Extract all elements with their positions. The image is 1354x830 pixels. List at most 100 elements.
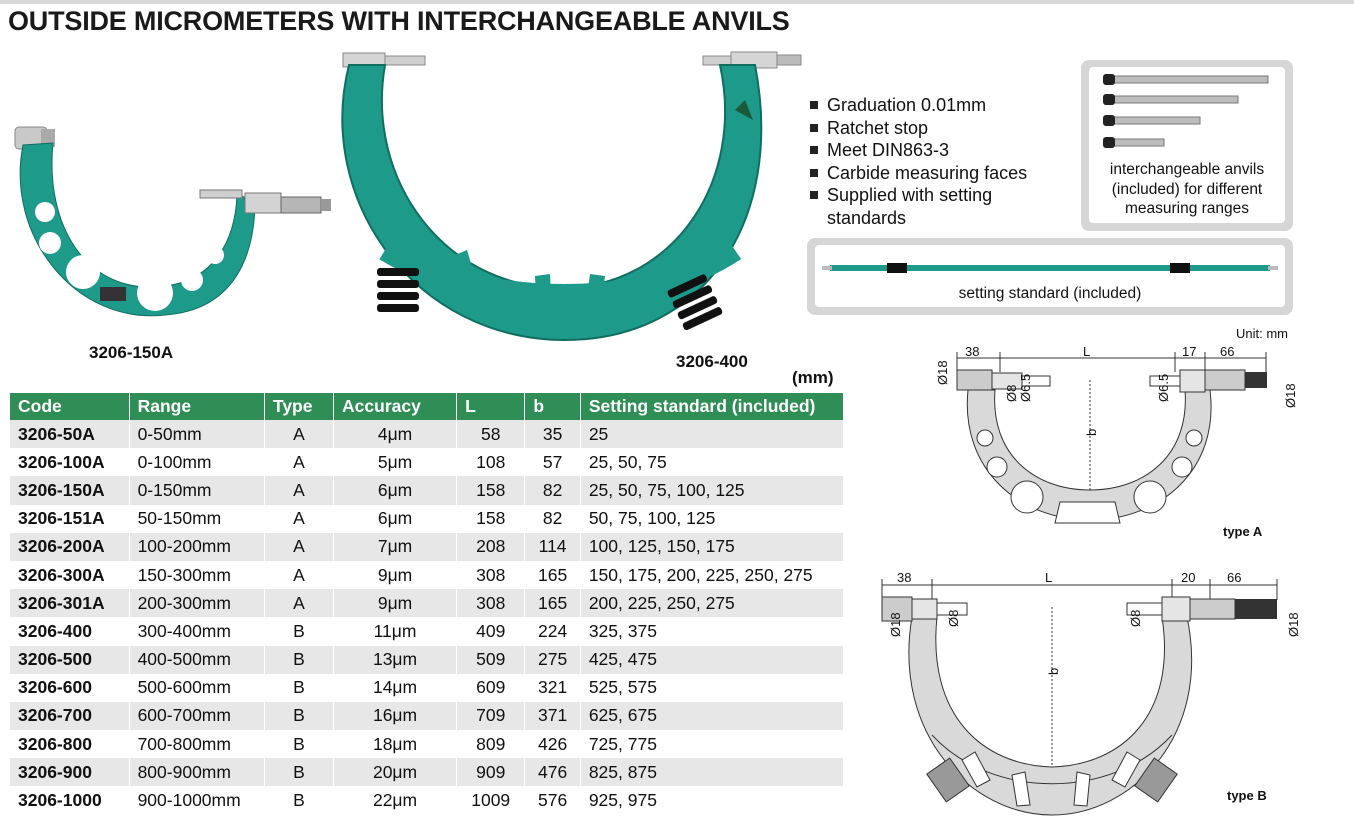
cell-l: 509 [456,645,526,674]
cell-range: 500-600mm [129,673,265,702]
cell-accuracy: 14μm [333,673,458,702]
cell-code: 3206-800 [10,730,130,759]
cell-accuracy: 20μm [333,758,458,787]
cell-code: 3206-300A [10,560,130,590]
cell-setting: 625, 675 [580,701,843,731]
cell-type: A [264,589,335,618]
cell-range: 0-100mm [129,448,265,477]
cell-code: 3206-50A [10,420,130,449]
col-setting-standard: Setting standard (included) [580,393,843,420]
cell-range: 800-900mm [129,758,265,787]
feature-item: Carbide measuring faces [808,162,1027,185]
cell-accuracy: 13μm [333,645,458,674]
dim-a-b: b [1084,429,1099,436]
cell-code: 3206-1000 [10,786,130,815]
label-3206-150a: 3206-150A [89,343,174,362]
cell-range: 400-500mm [129,645,265,674]
cell-setting: 150, 175, 200, 225, 250, 275 [580,560,843,590]
cell-type: B [264,617,335,646]
cell-l: 208 [456,532,526,561]
page-title: OUTSIDE MICROMETERS WITH INTERCHANGEABLE… [8,6,790,36]
cell-b: 57 [524,448,581,477]
cell-setting: 100, 125, 150, 175 [580,532,843,561]
cell-code: 3206-301A [10,589,130,618]
col-code: Code [10,393,130,420]
cell-range: 200-300mm [129,589,265,618]
cell-l: 308 [456,589,526,618]
feature-item: Graduation 0.01mm [808,94,1027,117]
cell-code: 3206-100A [10,448,130,477]
cell-setting: 825, 875 [580,758,843,787]
setting-standard-panel-inner [815,245,1285,307]
cell-l: 909 [456,758,526,787]
cell-range: 0-150mm [129,476,265,505]
type-a-caption: type A [1223,524,1263,539]
feature-item: Supplied with setting standards [808,184,1027,229]
cell-b: 371 [524,701,581,731]
cell-setting: 525, 575 [580,673,843,702]
dim-a-d65-left: Ø6.5 [1018,374,1033,402]
cell-b: 82 [524,476,581,505]
cell-type: A [264,476,335,505]
cell-l: 158 [456,476,526,505]
cell-type: B [264,786,335,815]
cell-code: 3206-500 [10,645,130,674]
cell-accuracy: 22μm [333,786,458,815]
dim-b-l: L [1045,570,1052,585]
feature-item: Ratchet stop [808,117,1027,140]
cell-code: 3206-600 [10,673,130,702]
col-accuracy: Accuracy [333,393,458,420]
setting-standard-image [822,263,1278,273]
cell-b: 35 [524,420,581,449]
cell-range: 50-150mm [129,504,265,533]
table-unit: (mm) [792,368,834,387]
cell-setting: 25, 50, 75 [580,448,843,477]
type-a-diagram: 38 L 17 66 Ø18 Ø8 Ø6.5 Ø6.5 Ø18 b [935,344,1298,524]
cell-setting: 25 [580,420,843,449]
cell-l: 609 [456,673,526,702]
cell-code: 3206-151A [10,504,130,533]
dim-a-d18-right: Ø18 [1283,383,1298,408]
cell-setting: 25, 50, 75, 100, 125 [580,476,843,505]
cell-type: B [264,645,335,674]
cell-type: B [264,730,335,759]
cell-l: 809 [456,730,526,759]
col-l: L [456,393,526,420]
diagram-unit: Unit: mm [1236,326,1288,341]
setting-standard-caption: setting standard (included) [958,285,1142,302]
cell-setting: 50, 75, 100, 125 [580,504,843,533]
cell-setting: 325, 375 [580,617,843,646]
type-b-diagram: 38 L 20 66 Ø18 Ø8 Ø8 Ø18 b [881,570,1300,816]
dim-b-d18-right: Ø18 [1286,612,1300,637]
cell-l: 308 [456,560,526,590]
cell-b: 165 [524,560,581,590]
cell-accuracy: 6μm [333,476,458,505]
table-header-row: Code Range Type Accuracy L b Setting sta… [10,393,843,420]
col-range: Range [129,393,265,420]
dim-a-66: 66 [1220,344,1234,359]
col-type: Type [264,393,335,420]
dim-a-d18-left: Ø18 [935,360,950,385]
cell-setting: 925, 975 [580,786,843,815]
cell-accuracy: 18μm [333,730,458,759]
cell-range: 0-50mm [129,420,265,449]
cell-range: 700-800mm [129,730,265,759]
cell-type: B [264,701,335,731]
cell-b: 224 [524,617,581,646]
dim-b-20: 20 [1181,570,1195,585]
cell-b: 426 [524,730,581,759]
top-rule [0,0,1354,4]
cell-code: 3206-150A [10,476,130,505]
dim-a-l: L [1083,344,1090,359]
cell-setting: 200, 225, 250, 275 [580,589,843,618]
